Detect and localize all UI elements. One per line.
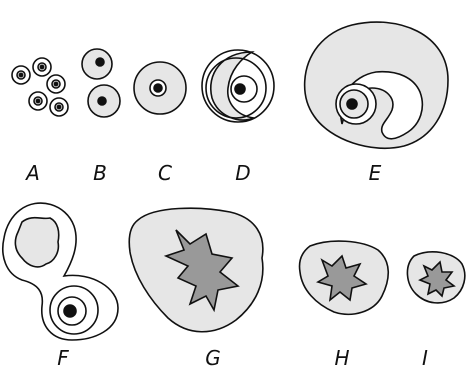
stage-e-cell — [305, 22, 448, 148]
stage-b-cells — [82, 49, 120, 117]
stage-c-cell — [134, 62, 186, 114]
label-stage-a: A — [26, 163, 40, 183]
stage-d-cell — [202, 50, 274, 122]
stage-a-cells — [12, 58, 68, 116]
label-stage-b: B — [93, 163, 107, 183]
label-stage-c: C — [158, 163, 172, 183]
label-stage-f: F — [57, 348, 69, 368]
label-stage-i: I — [422, 348, 428, 368]
label-stage-h: H — [334, 348, 349, 368]
stage-f-cell — [3, 203, 118, 340]
stage-i-cell — [407, 252, 464, 303]
label-stage-g: G — [205, 348, 221, 368]
stage-g-cell — [129, 208, 263, 332]
stage-h-cell — [299, 241, 388, 314]
label-stage-d: D — [235, 163, 250, 183]
label-stage-e: E — [369, 163, 382, 183]
